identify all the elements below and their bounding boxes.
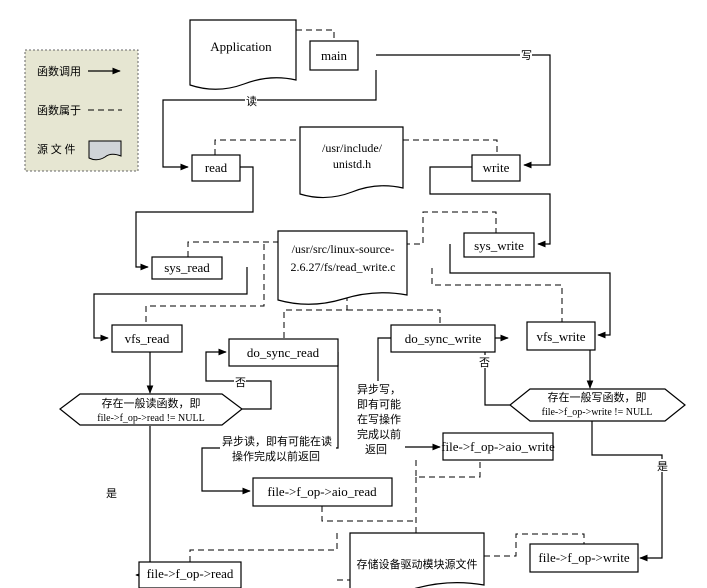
do-sync-write-label: do_sync_write bbox=[405, 331, 482, 346]
edge-label-yes-read: 是 bbox=[106, 487, 117, 500]
function-vfs-write: vfs_write bbox=[526, 321, 596, 351]
vfs-write-label: vfs_write bbox=[536, 329, 585, 344]
function-aio-write: file->f_op->aio_write bbox=[441, 432, 555, 461]
aio-read-label: file->f_op->aio_read bbox=[267, 484, 377, 499]
arrow-sysread-vfsread bbox=[93, 267, 248, 342]
belongs-sysread-readwrite bbox=[187, 241, 278, 257]
unistd-label-line1: /usr/include/ bbox=[322, 141, 383, 155]
arrow-condwrite-fopwrite-yes bbox=[591, 420, 663, 562]
edge-label-write: 写 bbox=[521, 50, 532, 62]
async-read-note: 异步读，即有可能在读 操作完成以前返回 bbox=[220, 433, 336, 463]
belongs-fopread-driver bbox=[189, 533, 338, 562]
belongs-vfswrite-readwrite bbox=[431, 268, 563, 322]
f-op-read-label: file->f_op->read bbox=[147, 566, 234, 581]
sys-write-label: sys_write bbox=[474, 238, 524, 253]
driver-source-label: 存储设备驱动模块源文件 bbox=[357, 557, 478, 571]
edge-label-no-write: 否 bbox=[479, 357, 490, 369]
write-label: write bbox=[483, 160, 510, 175]
arrow-write-syswrite bbox=[429, 166, 551, 248]
application-label: Application bbox=[210, 39, 272, 54]
function-do-sync-write: do_sync_write bbox=[390, 324, 496, 353]
belongs-vfsread-readwrite bbox=[145, 244, 265, 325]
async-write-line5: 返回 bbox=[365, 443, 387, 456]
belongs-read-unistd bbox=[214, 139, 300, 155]
async-write-line2: 即有可能 bbox=[357, 397, 401, 411]
async-write-line3: 在写操作 bbox=[357, 412, 401, 426]
async-read-line2: 操作完成以前返回 bbox=[232, 449, 320, 463]
aio-write-label: file->f_op->aio_write bbox=[441, 439, 555, 454]
cond-read-line1: 存在一般读函数，即 bbox=[102, 396, 201, 410]
legend: 函数调用 函数属于 源 文 件 bbox=[24, 49, 139, 172]
async-write-line1: 异步写， bbox=[357, 383, 401, 396]
function-f-op-write: file->f_op->write bbox=[529, 543, 639, 573]
arrow-syswrite-vfswrite bbox=[449, 244, 611, 339]
belongs-syswrite-readwrite bbox=[404, 211, 497, 245]
function-do-sync-read: do_sync_read bbox=[228, 338, 339, 367]
f-op-write-label: file->f_op->write bbox=[538, 550, 629, 565]
arrow-condwrite-dosyncwrite-no bbox=[484, 334, 510, 406]
function-aio-read: file->f_op->aio_read bbox=[252, 477, 393, 507]
edge-label-yes-write: 是 bbox=[657, 460, 668, 473]
read-label: read bbox=[205, 160, 228, 175]
function-main: main bbox=[309, 40, 359, 71]
source-file-read-write: /usr/src/linux-source- 2.6.27/fs/read_wr… bbox=[277, 230, 408, 305]
async-read-line1: 异步读，即有可能在读 bbox=[222, 434, 332, 448]
decision-write: 存在一般写函数，即 file->f_op->write != NULL bbox=[509, 388, 686, 422]
vfs-read-label: vfs_read bbox=[125, 331, 170, 346]
unistd-label-line2: unistd.h bbox=[333, 157, 371, 171]
belongs-dosyncread-readwrite bbox=[283, 295, 348, 339]
do-sync-read-label: do_sync_read bbox=[247, 345, 320, 360]
arrow-main-write bbox=[376, 54, 551, 169]
belongs-aiowrite-driver bbox=[415, 460, 481, 478]
belongs-dosyncwrite-readwrite bbox=[347, 309, 441, 325]
function-write: write bbox=[471, 154, 521, 182]
function-vfs-read: vfs_read bbox=[111, 324, 183, 353]
function-f-op-read: file->f_op->read bbox=[138, 561, 242, 588]
line-condread-yes bbox=[138, 426, 151, 576]
belongs-lines bbox=[145, 29, 585, 581]
edge-label-read: 读 bbox=[246, 94, 257, 108]
arrow-main-read bbox=[162, 70, 377, 171]
cond-write-line2: file->f_op->write != NULL bbox=[542, 407, 653, 418]
belongs-write-unistd bbox=[403, 139, 498, 155]
main-label: main bbox=[321, 48, 347, 63]
belongs-aioread-driver bbox=[321, 506, 416, 522]
belongs-fopwrite-driver bbox=[484, 533, 585, 557]
async-write-note: 异步写， 即有可能 在写操作 完成以前 返回 bbox=[353, 381, 405, 456]
legend-source-label: 源 文 件 bbox=[37, 142, 76, 156]
legend-source-icon bbox=[88, 140, 122, 161]
read-write-label-line1: /usr/src/linux-source- bbox=[292, 242, 395, 256]
function-sys-write: sys_write bbox=[463, 232, 535, 258]
arrow-dosyncread-aioread bbox=[201, 352, 339, 495]
cond-read-line2: file->f_op->read != NULL bbox=[97, 413, 204, 424]
source-file-unistd: /usr/include/ unistd.h bbox=[299, 126, 404, 199]
arrow-read-sysread bbox=[135, 166, 254, 271]
edge-labels: 写 读 否 否 是 是 bbox=[105, 48, 668, 500]
edge-label-no-read: 否 bbox=[235, 377, 246, 389]
source-file-application: Application bbox=[189, 19, 297, 90]
legend-belongs-label: 函数属于 bbox=[37, 104, 81, 117]
legend-call-label: 函数调用 bbox=[37, 65, 81, 78]
sys-read-label: sys_read bbox=[164, 260, 210, 275]
read-write-label-line2: 2.6.27/fs/read_write.c bbox=[291, 260, 396, 274]
cond-write-line1: 存在一般写函数，即 bbox=[548, 390, 647, 404]
function-read: read bbox=[191, 154, 241, 182]
decision-read: 存在一般读函数，即 file->f_op->read != NULL bbox=[59, 393, 243, 426]
async-write-line4: 完成以前 bbox=[357, 427, 401, 441]
function-sys-read: sys_read bbox=[151, 256, 223, 280]
source-file-driver: 存储设备驱动模块源文件 bbox=[349, 532, 485, 588]
